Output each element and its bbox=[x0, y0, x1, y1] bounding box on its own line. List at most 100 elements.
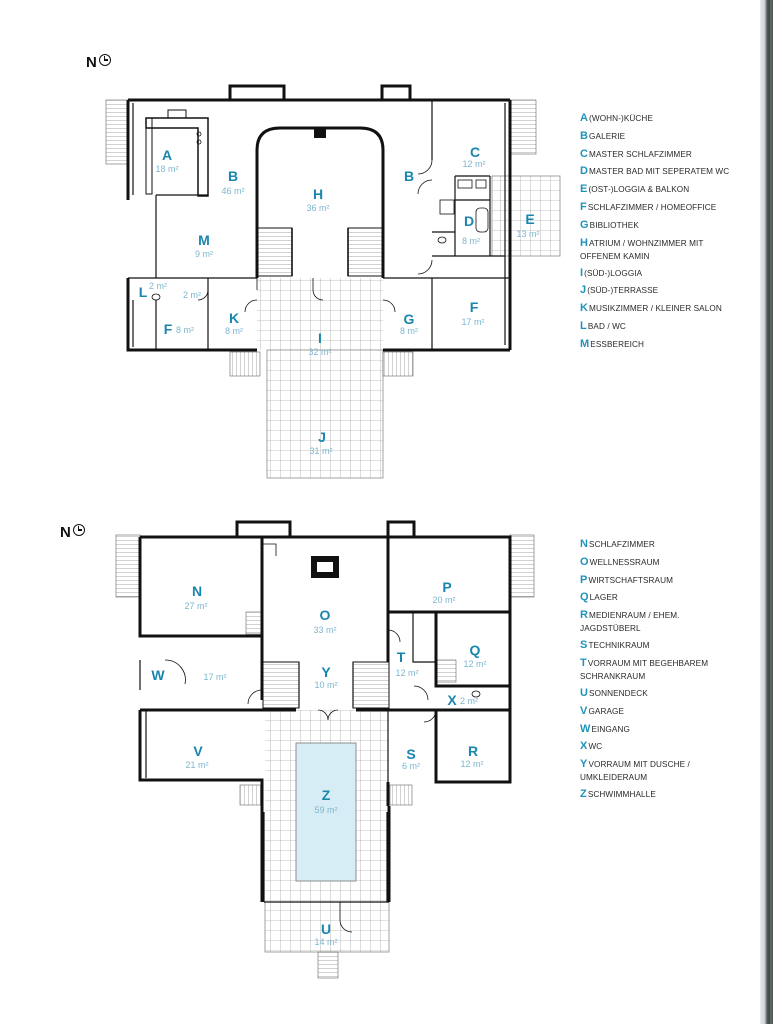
room-area: 2 m² bbox=[460, 696, 478, 706]
stair-west bbox=[105, 99, 129, 165]
stove-burner bbox=[196, 139, 202, 145]
legend-item: I(SÜD-)LOGGIA bbox=[580, 266, 643, 279]
room-area: 8 m² bbox=[400, 326, 418, 336]
kitchen-hood bbox=[167, 109, 187, 119]
room-area: 59 m² bbox=[314, 805, 337, 815]
room-letter: Y bbox=[321, 664, 331, 680]
legend-item: A(WOHN-)KÜCHE bbox=[580, 112, 654, 124]
legend-item: NSCHLAFZIMMER bbox=[580, 538, 655, 550]
page-edge-photo-strip bbox=[760, 0, 773, 1024]
legend-item: TVORRAUM MIT BEGEHBAREM SCHRANKRAUM bbox=[580, 656, 709, 681]
legend-item: QLAGER bbox=[580, 591, 618, 604]
room-area: 36 m² bbox=[306, 203, 329, 213]
room-letter: U bbox=[321, 921, 331, 937]
room-letter: F bbox=[470, 299, 479, 315]
legend-item: VGARAGE bbox=[580, 704, 625, 717]
room-area: 12 m² bbox=[462, 159, 485, 169]
room-area: 18 m² bbox=[155, 164, 178, 174]
legend-item: YVORRAUM MIT DUSCHE / UMKLEIDERAUM bbox=[580, 758, 690, 783]
room-area: 8 m² bbox=[462, 236, 480, 246]
atrium-stair-left bbox=[257, 227, 293, 277]
room-area: 8 m² bbox=[225, 326, 243, 336]
room-letter: W bbox=[151, 667, 165, 683]
room-area: 12 m² bbox=[460, 759, 483, 769]
room-area: 14 m² bbox=[314, 937, 337, 947]
room-letter: L bbox=[139, 284, 148, 300]
room-letter: P bbox=[442, 579, 451, 595]
room-area: 8 m² bbox=[176, 325, 194, 335]
legend-item: J(SÜD-)TERRASSE bbox=[580, 284, 659, 297]
fireplace bbox=[314, 128, 326, 138]
room-letter: J bbox=[318, 429, 326, 445]
room-area: 13 m² bbox=[516, 229, 539, 239]
legend-lower-floor: NSCHLAFZIMMER OWELLNESSRAUM PWIRTSCHAFTS… bbox=[580, 536, 730, 804]
room-area: 9 m² bbox=[195, 249, 213, 259]
legend-item: E(OST-)LOGGIA & BALKON bbox=[580, 183, 690, 196]
legend-item: WEINGANG bbox=[580, 722, 630, 735]
legend-item: XWC bbox=[580, 740, 603, 753]
legend-item: LBAD / WC bbox=[580, 319, 626, 332]
room-letter: G bbox=[404, 311, 415, 327]
room-letter: C bbox=[470, 144, 480, 160]
legend-item: ZSCHWIMMHALLE bbox=[580, 788, 656, 801]
legend-upper-floor: A(WOHN-)KÜCHE BGALERIE CMASTER SCHLAFZIM… bbox=[580, 110, 730, 354]
stair-y-right bbox=[352, 661, 390, 709]
room-area: 33 m² bbox=[313, 625, 336, 635]
room-area: 2 m² bbox=[183, 290, 201, 300]
room-letter: V bbox=[193, 743, 203, 759]
atrium-stair-right bbox=[347, 227, 383, 277]
legend-item: KMUSIKZIMMER / KLEINER SALON bbox=[580, 302, 722, 315]
room-letter: B bbox=[404, 168, 414, 184]
room-letter: T bbox=[397, 649, 406, 665]
room-area: 17 m² bbox=[203, 672, 226, 682]
legend-item: USONNENDECK bbox=[580, 686, 648, 699]
legend-item: HATRIUM / WOHNZIMMER MIT OFFENEM KAMIN bbox=[580, 236, 704, 261]
stair-south-east bbox=[382, 351, 414, 377]
room-letter: B bbox=[228, 168, 238, 184]
kitchen-side-counter bbox=[145, 117, 153, 195]
legend-item: MESSBEREICH bbox=[580, 337, 645, 350]
loggia-e-tiles bbox=[491, 175, 561, 257]
north-label: N bbox=[86, 54, 97, 71]
north-arrow-icon bbox=[72, 524, 85, 536]
swimming-pool bbox=[295, 742, 357, 882]
room-area: 27 m² bbox=[184, 601, 207, 611]
room-letter: A bbox=[162, 147, 172, 163]
stair-east-lower bbox=[509, 534, 535, 598]
room-letter: R bbox=[468, 743, 478, 759]
room-letter: M bbox=[198, 232, 210, 248]
stair-south-west bbox=[229, 351, 261, 377]
legend-item: CMASTER SCHLAFZIMMER bbox=[580, 147, 692, 160]
north-label: N bbox=[60, 524, 71, 541]
room-area: 21 m² bbox=[185, 760, 208, 770]
north-indicator-lower: N bbox=[60, 524, 85, 541]
legend-item: STECHNIKRAUM bbox=[580, 639, 650, 652]
room-letter: F bbox=[164, 321, 173, 337]
room-letter: E bbox=[525, 211, 534, 227]
room-area: 31 m² bbox=[309, 446, 332, 456]
room-area: 2 m² bbox=[149, 281, 167, 291]
room-letter: X bbox=[447, 692, 457, 708]
legend-item: BGALERIE bbox=[580, 129, 626, 142]
legend-item: PWIRTSCHAFTSRAUM bbox=[580, 573, 674, 586]
lower-room-labels: N 27 m² O 33 m² P 20 m² W 17 m² Y 10 m² … bbox=[151, 579, 486, 947]
terrace-j-tiles bbox=[266, 349, 384, 479]
stair-pool-west bbox=[239, 784, 263, 806]
legend-item: GBIBLIOTHEK bbox=[580, 218, 639, 231]
legend-item: FSCHLAFZIMMER / HOMEOFFICE bbox=[580, 200, 717, 213]
room-area: 6 m² bbox=[402, 761, 420, 771]
room-letter: D bbox=[464, 213, 474, 229]
upper-floor-plan bbox=[105, 84, 561, 479]
stair-y-left bbox=[262, 661, 300, 709]
room-letter: K bbox=[229, 310, 239, 326]
room-letter: N bbox=[192, 583, 202, 599]
north-indicator-upper: N bbox=[86, 54, 111, 71]
room-area: 10 m² bbox=[314, 680, 337, 690]
room-area: 46 m² bbox=[221, 186, 244, 196]
stair-east bbox=[509, 99, 537, 155]
room-letter: I bbox=[318, 330, 322, 346]
room-letter: S bbox=[406, 746, 415, 762]
stove-burner bbox=[196, 131, 202, 137]
room-area: 20 m² bbox=[432, 595, 455, 605]
room-letter: Q bbox=[470, 642, 481, 658]
